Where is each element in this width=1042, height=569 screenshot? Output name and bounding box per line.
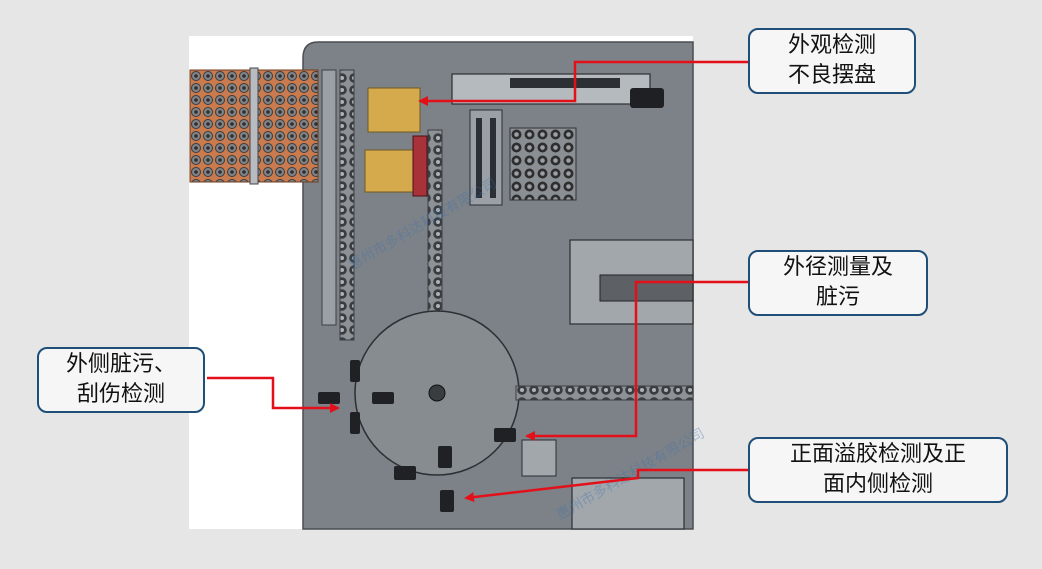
tray-clamp-bar <box>249 67 259 185</box>
callout-line: 刮伤检测 <box>76 382 165 407</box>
feed-conveyor-left <box>321 69 337 326</box>
part-grid-tray <box>509 127 577 201</box>
arrow-outer-diameter <box>525 280 748 441</box>
reject-bin-lower <box>364 149 416 193</box>
pick-head-slot-a <box>476 118 482 198</box>
exit-conveyor <box>515 385 694 401</box>
callout-outer-diameter: 外径测量及 脏污 <box>748 250 928 316</box>
arrow-appearance <box>418 60 748 106</box>
glue-camera-a <box>438 446 452 468</box>
callout-line: 外径测量及 <box>782 255 893 280</box>
callout-appearance: 外观检测 不良摆盘 <box>748 28 916 94</box>
glue-camera-b <box>394 466 416 480</box>
side-camera-bottom <box>350 412 360 434</box>
side-camera-top <box>350 360 360 382</box>
arrow-outer-side <box>207 376 340 413</box>
glue-camera-c <box>440 490 454 512</box>
gantry-motor <box>630 88 664 108</box>
top-gantry-slots <box>510 78 620 88</box>
pick-head-slot-b <box>490 118 496 198</box>
side-camera-right <box>372 392 394 404</box>
callout-line: 不良摆盘 <box>787 63 876 88</box>
callout-line: 正面溢胶检测及正 <box>789 442 966 467</box>
diameter-station-camera <box>599 274 694 302</box>
feed-conveyor-main <box>339 69 355 341</box>
front-inner-camera <box>494 428 516 442</box>
callout-line: 脏污 <box>815 285 860 310</box>
callout-line: 外侧脏污、 <box>65 352 176 377</box>
bottom-right-assembly <box>571 477 685 530</box>
callout-outer-side: 外侧脏污、 刮伤检测 <box>37 347 205 413</box>
side-camera-left <box>318 392 340 404</box>
rotary-table-hub <box>428 384 446 402</box>
callout-line: 面内侧检测 <box>822 472 933 497</box>
pick-head-column <box>469 109 503 206</box>
callout-line: 外观检测 <box>787 33 876 58</box>
front-inner-station <box>521 439 557 477</box>
arrow-front-glue <box>464 468 748 503</box>
red-guide-block <box>412 135 428 197</box>
reject-bin-upper <box>367 87 421 133</box>
callout-front-glue: 正面溢胶检测及正 面内侧检测 <box>748 437 1008 503</box>
